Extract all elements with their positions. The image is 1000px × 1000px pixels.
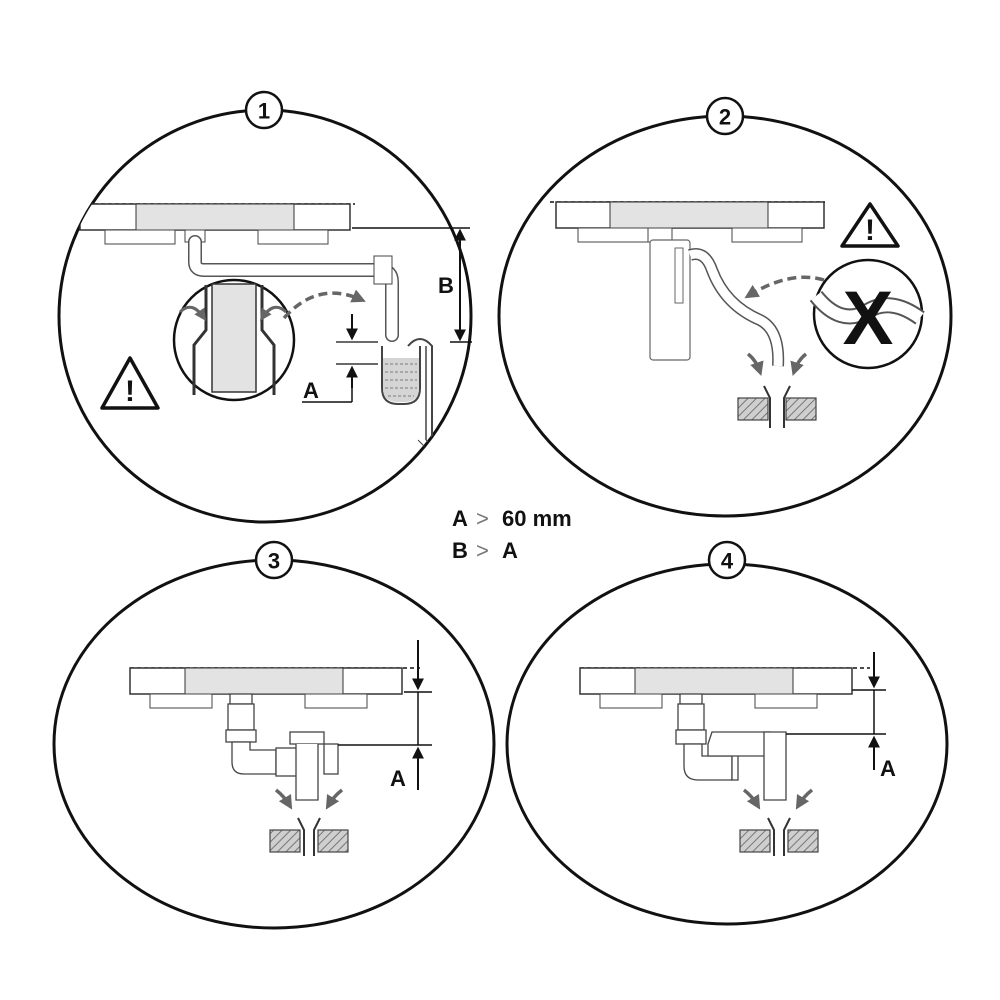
curved-arrow-icon — [744, 275, 825, 299]
svg-text:!: ! — [865, 214, 875, 247]
panel-3-circle — [52, 558, 496, 930]
label-b: B — [438, 273, 454, 298]
siphon-trap — [381, 346, 421, 405]
panel-4: A 4 — [505, 540, 949, 926]
rule-b-op: > — [476, 538, 489, 563]
rules-text: A > 60 mm B > A — [452, 506, 572, 563]
rule-a-right: 60 mm — [502, 506, 572, 531]
panel-2-number-badge: 2 — [705, 96, 745, 136]
label-a: A — [390, 766, 406, 791]
sink-basin — [135, 203, 295, 231]
warning-triangle-icon: ! — [100, 356, 160, 410]
siphon-trap — [225, 693, 339, 801]
svg-text:4: 4 — [721, 549, 734, 574]
rule-a-op: > — [476, 506, 489, 531]
svg-text:!: ! — [125, 375, 135, 408]
cross-mark-icon: X — [809, 258, 925, 370]
rule-a-left: A — [452, 506, 468, 531]
panel-2: X ! 2 — [497, 96, 953, 518]
label-a: A — [880, 756, 896, 781]
sink-basin — [609, 201, 769, 229]
svg-text:X: X — [843, 276, 894, 361]
detail-zoom — [172, 278, 296, 402]
svg-text:3: 3 — [268, 549, 280, 574]
floor-drain — [269, 788, 349, 856]
sink-basin — [634, 667, 794, 695]
panel-3-number-badge: 3 — [254, 540, 294, 580]
panel-3: A 3 — [52, 540, 496, 930]
rule-b-right: A — [502, 538, 518, 563]
warning-triangle-icon: ! — [840, 202, 900, 248]
panel-1-number-badge: 1 — [244, 90, 284, 130]
svg-text:1: 1 — [258, 99, 270, 124]
sink-basin — [184, 667, 344, 695]
siphon-trap — [675, 693, 787, 801]
rule-b-left: B — [452, 538, 468, 563]
panel-4-number-badge: 4 — [707, 540, 747, 580]
panel-1: B A ! 1 — [57, 90, 473, 524]
curved-arrow-icon — [282, 289, 366, 320]
svg-text:2: 2 — [719, 105, 731, 130]
floor-drain — [737, 352, 817, 428]
label-a: A — [303, 378, 319, 403]
floor-drain — [739, 788, 819, 856]
